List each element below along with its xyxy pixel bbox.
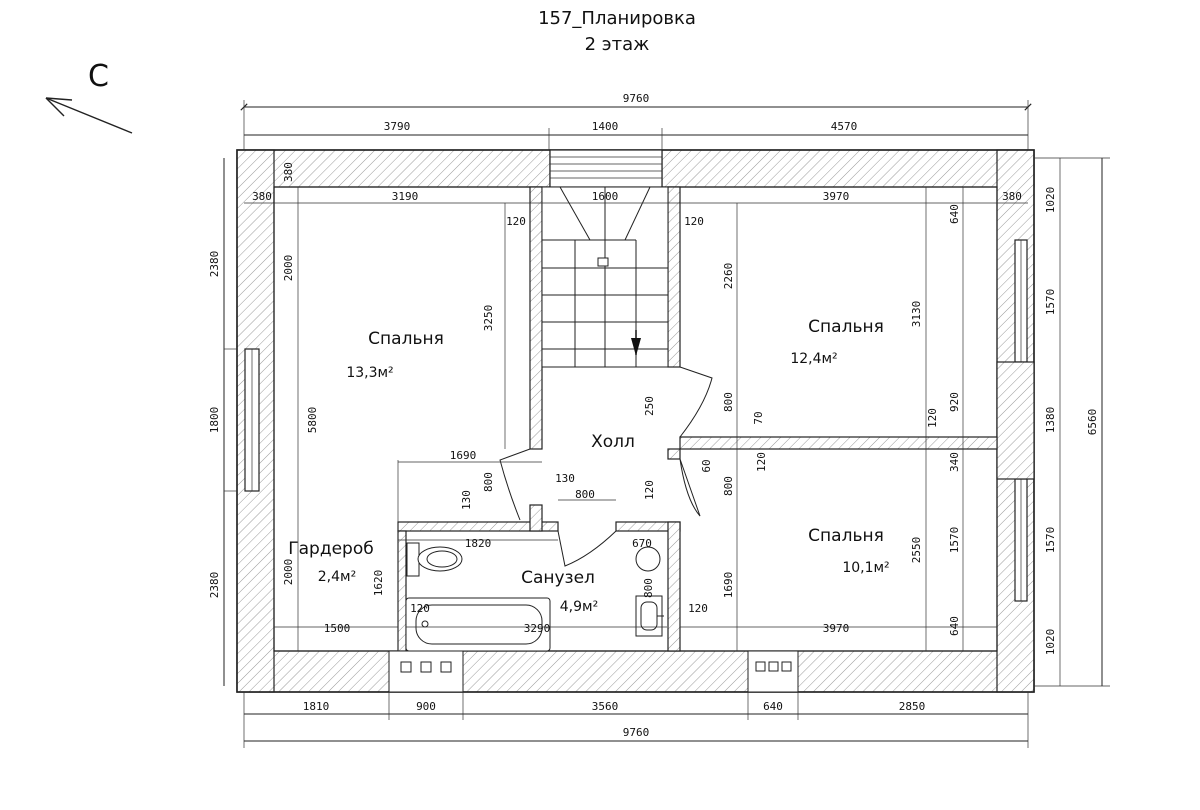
dim-in-380-l: 380 xyxy=(252,190,272,203)
vent-ducts-left xyxy=(388,650,464,693)
dim-right-1570-top: 1570 xyxy=(1044,289,1057,316)
dim-r-800-a: 800 xyxy=(722,392,735,412)
right-window-bottom xyxy=(1014,478,1028,602)
dim-r-120-h: 120 xyxy=(926,408,939,428)
dim-mid-3290: 3290 xyxy=(524,622,551,635)
dim-top-3: 4570 xyxy=(831,120,858,133)
door-bathroom xyxy=(557,530,617,567)
dim-bot-1810: 1810 xyxy=(303,700,330,713)
top-window xyxy=(549,149,663,188)
room-area-wardrobe: 2,4м² xyxy=(318,569,356,585)
wall-top-right xyxy=(661,149,1035,188)
dim-bot-3560: 3560 xyxy=(592,700,619,713)
staircase xyxy=(541,186,669,368)
dim-mid-120-d: 120 xyxy=(410,602,430,615)
doors xyxy=(499,366,713,567)
door-bedroom-top xyxy=(679,366,713,438)
dim-right-1380: 1380 xyxy=(1044,407,1057,434)
dim-mid-120-c: 120 xyxy=(643,480,656,500)
dim-left-2000-top: 2000 xyxy=(282,255,295,282)
dim-left-2380-bot: 2380 xyxy=(208,572,221,599)
dim-bot-640: 640 xyxy=(763,700,783,713)
plan-title: 157_Планировка xyxy=(538,8,696,29)
room-name-hall: Холл xyxy=(591,432,635,452)
dim-r-120-f: 120 xyxy=(755,452,768,472)
dim-mid-800-b: 800 xyxy=(575,488,595,501)
dim-in-3190: 3190 xyxy=(392,190,419,203)
vent-ducts-right xyxy=(747,650,799,693)
dim-mid-120-e: 120 xyxy=(688,602,708,615)
dim-right-1570-bot: 1570 xyxy=(1044,527,1057,554)
dim-mid-130-a: 130 xyxy=(460,490,473,510)
dim-left-380: 380 xyxy=(282,162,295,182)
dim-r-3970-bot: 3970 xyxy=(823,622,850,635)
dim-mid-130-b: 130 xyxy=(555,472,575,485)
dim-in-120-b: 120 xyxy=(684,215,704,228)
wall-bottom xyxy=(236,650,1035,693)
washbasin-icon xyxy=(635,595,664,637)
dimension-lines xyxy=(223,100,1110,748)
right-window-top xyxy=(1014,239,1028,363)
dim-left-1620: 1620 xyxy=(372,570,385,597)
door-bedroom-left xyxy=(499,448,531,521)
dim-right-1020-bot: 1020 xyxy=(1044,629,1057,656)
dim-r-1570-in: 1570 xyxy=(948,527,961,554)
dim-bot-900: 900 xyxy=(416,700,436,713)
room-name-bedroom-right-bottom: Спальня xyxy=(808,526,884,546)
room-area-bathroom: 4,9м² xyxy=(560,599,598,615)
dim-r-640-top: 640 xyxy=(948,204,961,224)
dim-mid-1820: 1820 xyxy=(465,537,492,550)
room-area-bedroom-right-bottom: 10,1м² xyxy=(842,560,889,576)
dim-top-total: 9760 xyxy=(623,92,650,105)
room-name-wardrobe: Гардероб xyxy=(288,539,373,559)
north-arrow-icon: С xyxy=(45,59,133,134)
dim-mid-1500: 1500 xyxy=(324,622,351,635)
dim-r-2550: 2550 xyxy=(910,537,923,564)
dim-mid-800-a: 800 xyxy=(482,472,495,492)
dim-mid-250: 250 xyxy=(643,396,656,416)
north-label: С xyxy=(88,59,109,94)
dim-bot-total: 9760 xyxy=(623,726,650,739)
dim-mid-3250: 3250 xyxy=(482,305,495,332)
dim-mid-1690: 1690 xyxy=(450,449,477,462)
interior-walls xyxy=(397,186,998,652)
dim-left-5800: 5800 xyxy=(306,407,319,434)
room-area-bedroom-right-top: 12,4м² xyxy=(790,351,837,367)
dim-top-2: 1400 xyxy=(592,120,619,133)
dim-r-60: 60 xyxy=(700,459,713,472)
plan-subtitle: 2 этаж xyxy=(585,34,650,55)
dim-bot-2850: 2850 xyxy=(899,700,926,713)
dim-in-380-r: 380 xyxy=(1002,190,1022,203)
dim-r-340: 340 xyxy=(948,452,961,472)
dim-left-2000-bot: 2000 xyxy=(282,559,295,586)
dim-mid-800-c: 800 xyxy=(642,578,655,598)
dim-mid-670: 670 xyxy=(632,537,652,550)
toilet-icon xyxy=(406,542,463,577)
dim-right-1020-top: 1020 xyxy=(1044,187,1057,214)
dim-r-70: 70 xyxy=(752,411,765,424)
dim-r-800-b: 800 xyxy=(722,476,735,496)
dim-r-1690: 1690 xyxy=(722,572,735,599)
room-name-bedroom-right-top: Спальня xyxy=(808,317,884,337)
dim-r-2260: 2260 xyxy=(722,263,735,290)
dim-top-1: 3790 xyxy=(384,120,411,133)
room-area-bedroom-left: 13,3м² xyxy=(346,365,393,381)
left-window xyxy=(244,348,260,492)
door-bedroom-bottom xyxy=(679,458,701,517)
stair-direction-icon xyxy=(631,338,641,356)
dim-in-1600: 1600 xyxy=(592,190,619,203)
dim-r-3130: 3130 xyxy=(910,301,923,328)
room-name-bathroom: Санузел xyxy=(521,568,595,588)
dim-in-120-a: 120 xyxy=(506,215,526,228)
room-name-bedroom-left: Спальня xyxy=(368,329,444,349)
shower-drain-icon xyxy=(635,546,661,572)
dim-in-3970-top: 3970 xyxy=(823,190,850,203)
dim-left-2380-top: 2380 xyxy=(208,251,221,278)
dim-left-1800: 1800 xyxy=(208,407,221,434)
dim-r-640-bot: 640 xyxy=(948,616,961,636)
wall-pier-right xyxy=(996,361,1035,480)
dim-right-6560: 6560 xyxy=(1086,409,1099,436)
dim-r-920: 920 xyxy=(948,392,961,412)
